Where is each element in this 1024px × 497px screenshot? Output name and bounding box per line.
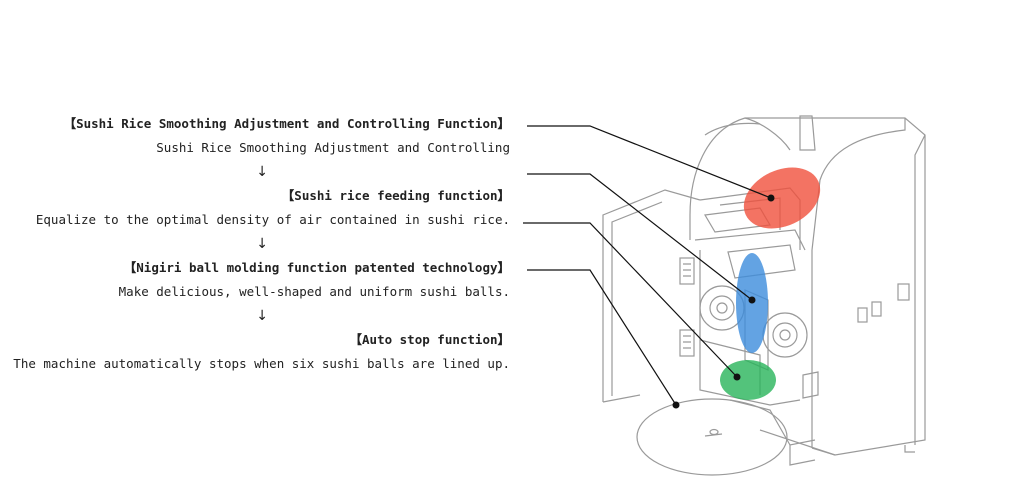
leader-dots <box>672 194 775 409</box>
heading-auto-stop-function: 【Auto stop function】 <box>349 332 510 347</box>
desc-smoothing: Sushi Rice Smoothing Adjustment and Cont… <box>156 140 510 155</box>
heading-feeding-function: 【Sushi rice feeding function】 <box>281 188 510 203</box>
heading-molding-function: 【Nigiri ball molding function patented t… <box>123 260 510 275</box>
leader-line-feeding <box>527 173 753 301</box>
desc-feeding: Equalize to the optimal density of air c… <box>35 212 510 227</box>
molding-highlight <box>720 360 776 400</box>
down-arrow-icon: ↓ <box>256 164 268 180</box>
down-arrow-icon: ↓ <box>256 236 268 252</box>
smoothing-highlight <box>743 167 821 229</box>
function-list: 【Sushi Rice Smoothing Adjustment and Con… <box>0 112 510 376</box>
desc-molding: Make delicious, well-shaped and uniform … <box>118 284 510 299</box>
leader-dot-smoothing <box>767 194 775 202</box>
leader-line-smoothing <box>527 125 772 199</box>
leader-dot-auto-stop <box>672 401 680 409</box>
heading-smoothing-function: 【Sushi Rice Smoothing Adjustment and Con… <box>63 116 510 131</box>
leader-lines <box>523 125 772 406</box>
down-arrow-icon: ↓ <box>256 308 268 324</box>
leader-dot-molding <box>733 373 741 381</box>
leader-dot-feeding <box>748 296 756 304</box>
leader-line-molding <box>523 222 738 378</box>
desc-auto-stop: The machine automatically stops when six… <box>13 356 510 371</box>
leader-line-auto-stop <box>527 269 677 406</box>
